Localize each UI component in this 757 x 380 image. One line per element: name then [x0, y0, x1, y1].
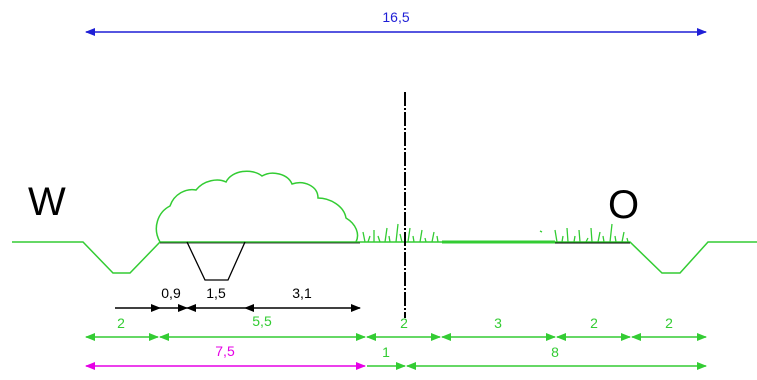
ditch-bottom-label: 1,5 — [206, 285, 226, 301]
ditch-top-label: 0,9 — [161, 285, 181, 301]
ground-profile-line — [12, 241, 757, 274]
green-label-2: 5,5 — [252, 313, 272, 329]
green-label-5: 2 — [590, 315, 598, 331]
green-label-6: 2 — [665, 315, 673, 331]
west-label: W — [28, 180, 66, 224]
magenta-label: 7,5 — [215, 343, 235, 359]
ditch-right-label: 3,1 — [292, 285, 312, 301]
green-label-1: 2 — [117, 315, 125, 331]
green-bottom-label-b: 8 — [551, 344, 559, 360]
green-label-3: 2 — [400, 315, 408, 331]
bush-shape — [155, 170, 359, 243]
green-label-4: 3 — [494, 315, 502, 331]
total-width-label: 16,5 — [382, 9, 409, 25]
east-label: O — [608, 183, 639, 227]
small-ditch — [186, 241, 246, 281]
grass-left — [362, 223, 439, 243]
green-bottom-label-a: 1 — [382, 344, 390, 360]
grass-right — [539, 223, 629, 243]
